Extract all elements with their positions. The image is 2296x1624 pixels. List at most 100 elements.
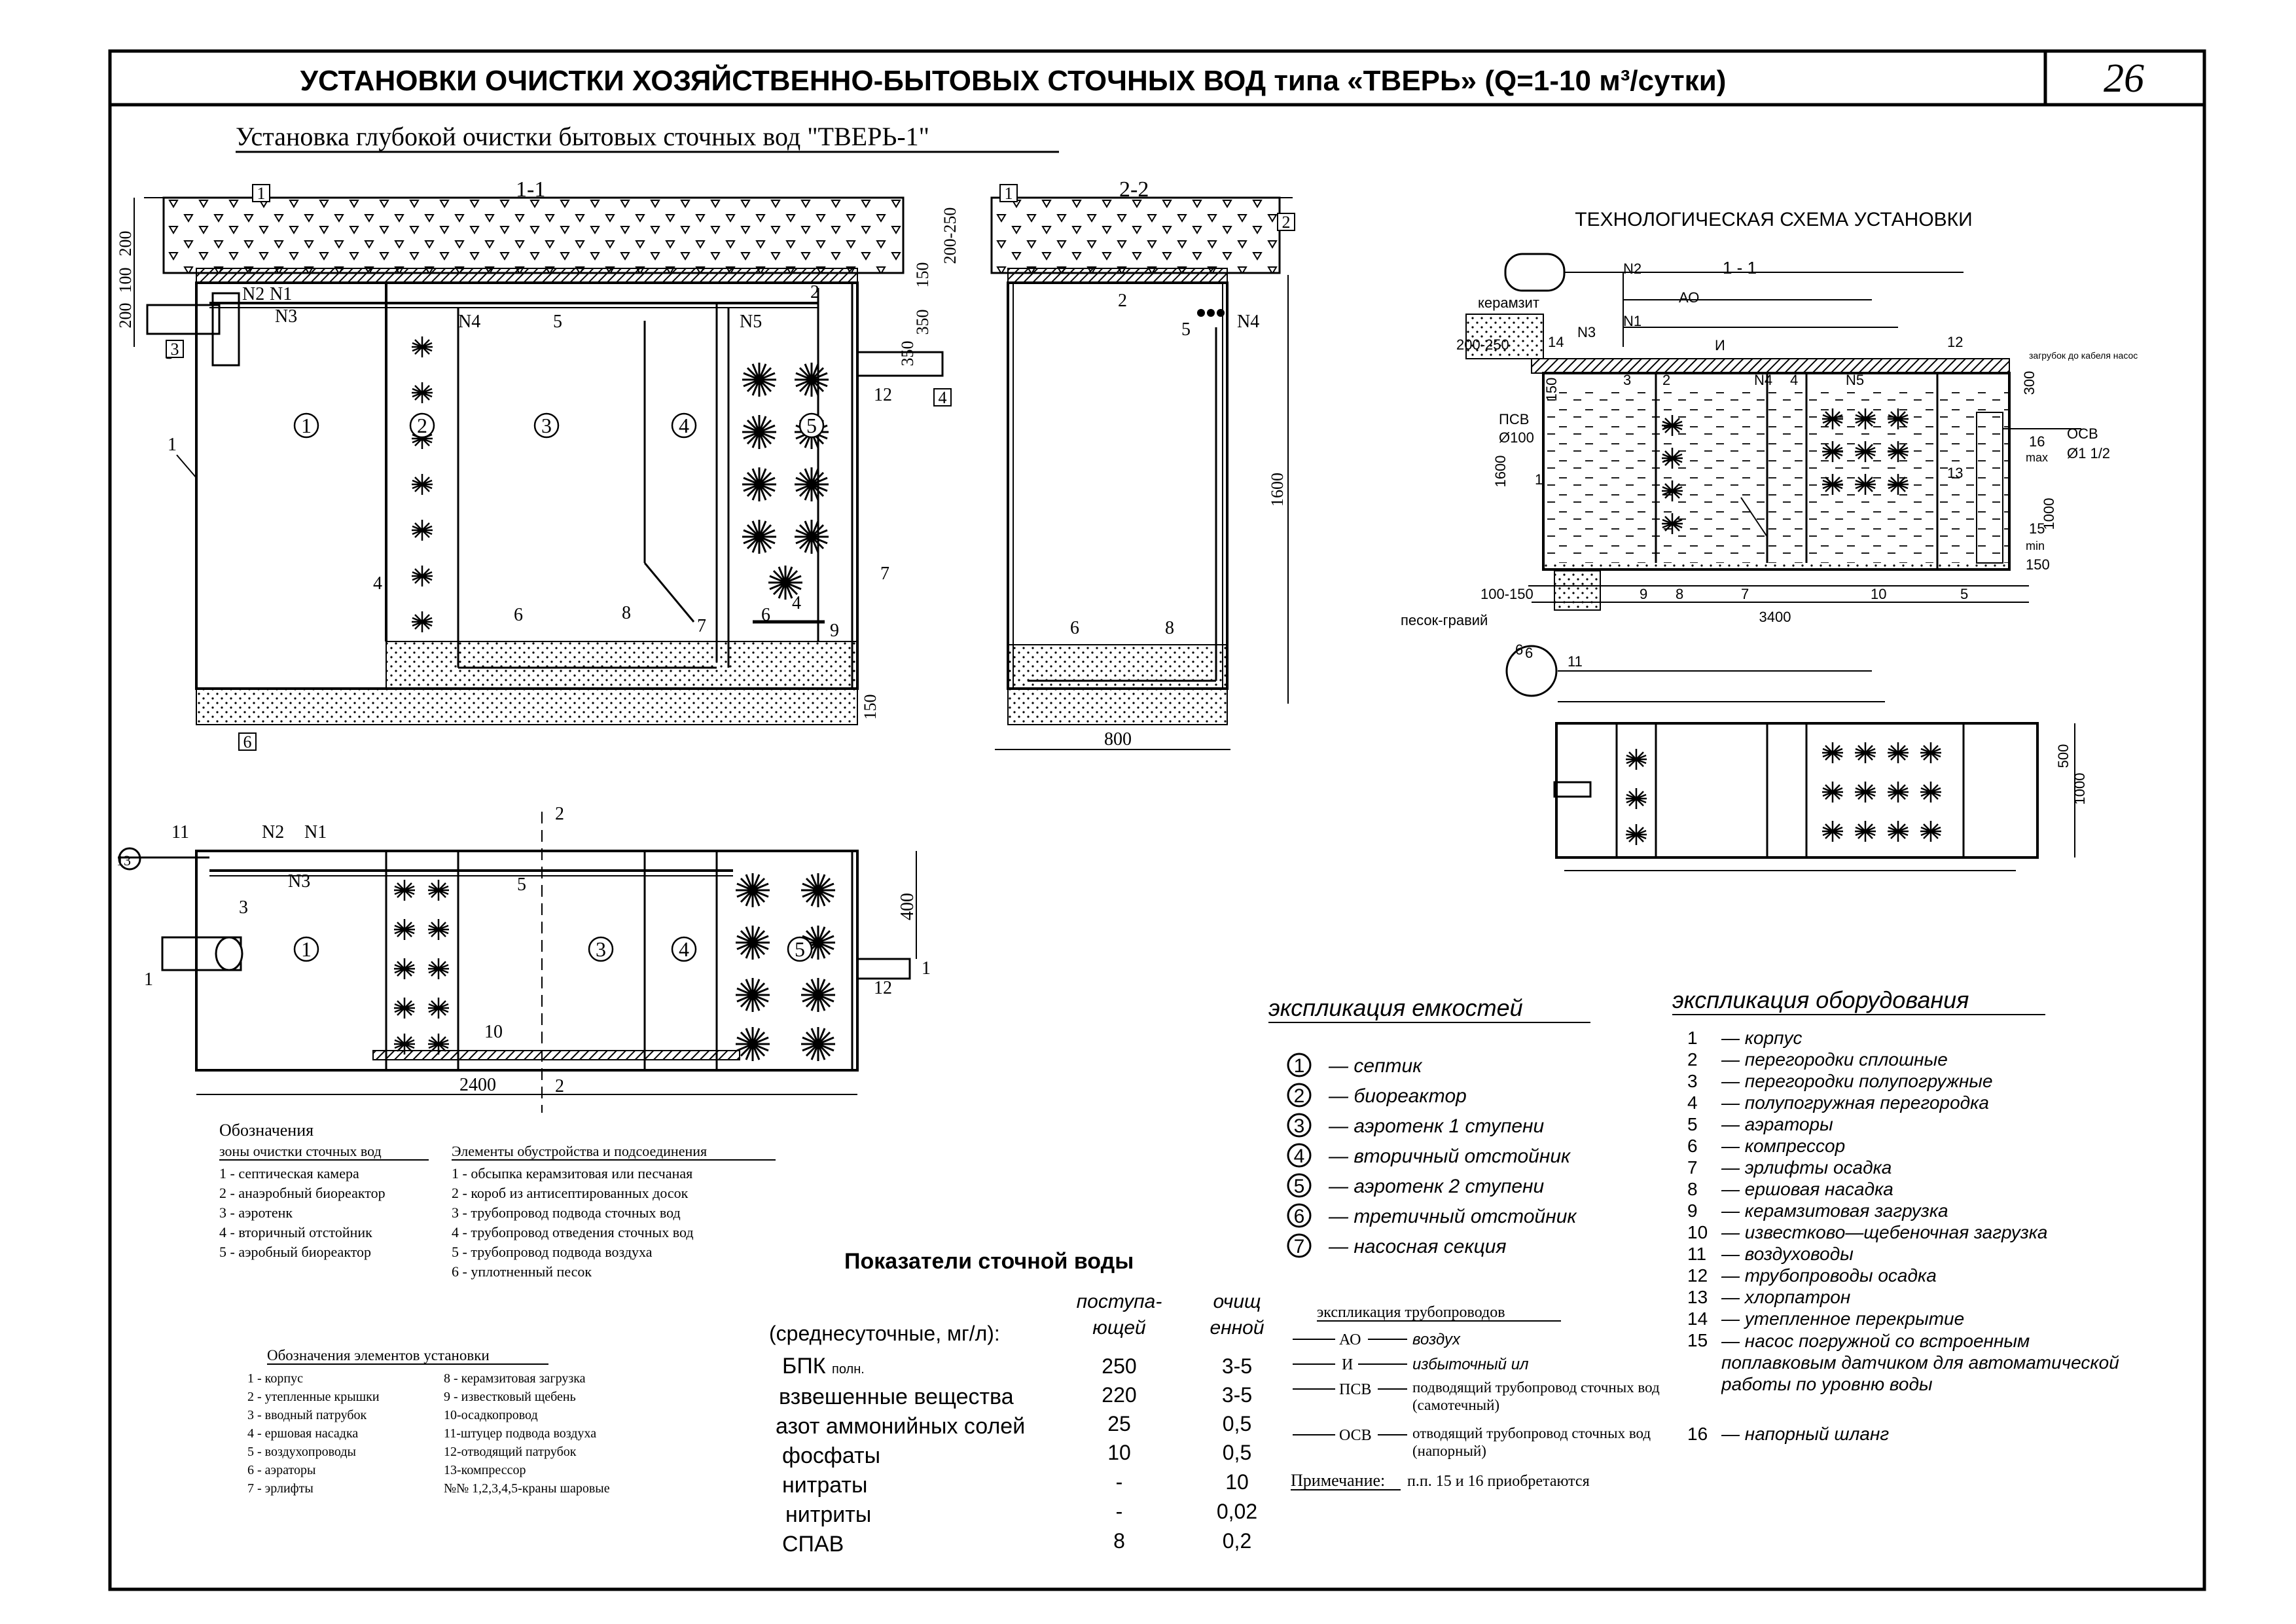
svg-text:— трубопроводы осадка: — трубопроводы осадка bbox=[1721, 1265, 1937, 1286]
svg-text:1000: 1000 bbox=[2072, 773, 2088, 805]
svg-text:— полупогружная перегородка: — полупогружная перегородка bbox=[1721, 1092, 1989, 1113]
equipment-explication: экспликация оборудования 1— корпус 2— пе… bbox=[1672, 986, 2119, 1444]
svg-text:избыточный ил: избыточный ил bbox=[1412, 1356, 1529, 1373]
svg-text:— перегородки сплошные: — перегородки сплошные bbox=[1721, 1049, 1948, 1070]
svg-text:— биореактор: — биореактор bbox=[1328, 1085, 1467, 1107]
zone-4: 4 bbox=[679, 414, 689, 437]
svg-text:— эрлифты осадка: — эрлифты осадка bbox=[1721, 1157, 1892, 1178]
svg-text:6: 6 bbox=[514, 605, 523, 625]
svg-text:2: 2 bbox=[1282, 213, 1291, 232]
svg-text:песок-гравий: песок-гравий bbox=[1401, 612, 1488, 628]
svg-text:-: - bbox=[1116, 1470, 1123, 1494]
svg-text:6: 6 bbox=[761, 605, 770, 625]
svg-text:— известково—щебеночная загруз: — известково—щебеночная загрузка bbox=[1721, 1222, 2048, 1242]
svg-text:0,02: 0,02 bbox=[1217, 1500, 1257, 1523]
svg-text:7 - эрлифты: 7 - эрлифты bbox=[247, 1481, 314, 1496]
svg-text:12: 12 bbox=[874, 385, 892, 405]
svg-text:5 - воздухопроводы: 5 - воздухопроводы bbox=[247, 1445, 356, 1459]
svg-text:6: 6 bbox=[1525, 645, 1533, 661]
svg-text:Ø100: Ø100 bbox=[1499, 429, 1534, 446]
svg-text:N3: N3 bbox=[288, 871, 310, 892]
svg-text:N3: N3 bbox=[1577, 324, 1596, 340]
svg-text:Обозначения элементов установк: Обозначения элементов установки bbox=[267, 1347, 490, 1363]
svg-text:8 - керамзитовая загрузка: 8 - керамзитовая загрузка bbox=[444, 1371, 586, 1386]
svg-text:5: 5 bbox=[1181, 319, 1191, 340]
svg-text:8: 8 bbox=[1165, 618, 1174, 638]
svg-text:8: 8 bbox=[1113, 1529, 1125, 1553]
svg-text:1: 1 bbox=[257, 184, 266, 203]
dim-350b: 350 bbox=[898, 341, 917, 367]
svg-text:11: 11 bbox=[1687, 1244, 1706, 1264]
svg-text:4: 4 bbox=[1294, 1146, 1305, 1167]
pipes-explication: экспликация трубопроводов АО воздух И из… bbox=[1291, 1304, 1660, 1490]
svg-text:4: 4 bbox=[373, 573, 382, 594]
svg-text:— аэротенк 1 ступени: — аэротенк 1 ступени bbox=[1328, 1115, 1545, 1137]
svg-text:— хлорпатрон: — хлорпатрон bbox=[1721, 1287, 1850, 1307]
svg-text:Примечание:: Примечание: bbox=[1291, 1471, 1385, 1490]
svg-text:4: 4 bbox=[792, 593, 801, 613]
svg-text:3: 3 bbox=[596, 937, 606, 961]
svg-text:150: 150 bbox=[2026, 556, 2050, 573]
dim-200: 200 bbox=[116, 303, 135, 329]
svg-text:— вторичный отстойник: — вторичный отстойник bbox=[1328, 1146, 1571, 1167]
svg-text:— воздуховоды: — воздуховоды bbox=[1721, 1244, 1854, 1264]
svg-text:ПСВ: ПСВ bbox=[1499, 411, 1529, 427]
sheet-frame bbox=[108, 49, 2206, 1591]
svg-text:ПСВ: ПСВ bbox=[1339, 1381, 1371, 1398]
svg-text:ющей: ющей bbox=[1092, 1317, 1146, 1339]
svg-text:№№ 1,2,3,4,5-краны шаровые: №№ 1,2,3,4,5-краны шаровые bbox=[444, 1481, 610, 1496]
svg-text:9 - известковый щебень: 9 - известковый щебень bbox=[444, 1390, 576, 1404]
pipe-psv-text: подводящий трубопровод сточных вод (само… bbox=[1412, 1379, 1660, 1413]
svg-text:— аэраторы: — аэраторы bbox=[1721, 1114, 1833, 1134]
svg-text:нитраты: нитраты bbox=[782, 1473, 867, 1498]
dim-800: 800 bbox=[1104, 729, 1132, 749]
dim-150-bottom: 150 bbox=[861, 695, 880, 720]
svg-text:— третичный отстойник: — третичный отстойник bbox=[1328, 1206, 1577, 1227]
svg-text:азот аммонийных солей: азот аммонийных солей bbox=[776, 1414, 1025, 1439]
svg-text:5 - аэробный биореактор: 5 - аэробный биореактор bbox=[219, 1244, 371, 1260]
dim-150: 150 bbox=[913, 262, 932, 288]
drawing-subtitle: Установка глубокой очистки бытовых сточн… bbox=[236, 122, 929, 151]
svg-text:— компрессор: — компрессор bbox=[1721, 1136, 1845, 1156]
svg-text:— ершовая насадка: — ершовая насадка bbox=[1721, 1179, 1893, 1199]
svg-text:ОСВ: ОСВ bbox=[2067, 425, 2098, 442]
svg-text:АО: АО bbox=[1679, 289, 1699, 306]
svg-text:3 - аэротенк: 3 - аэротенк bbox=[219, 1204, 293, 1221]
svg-text:И: И bbox=[1342, 1356, 1353, 1373]
svg-text:10: 10 bbox=[484, 1022, 503, 1042]
svg-text:7: 7 bbox=[697, 616, 706, 636]
svg-text:3 - трубопровод подвода сточны: 3 - трубопровод подвода сточных вод bbox=[452, 1204, 681, 1221]
svg-text:11: 11 bbox=[171, 822, 189, 842]
svg-text:9: 9 bbox=[830, 621, 839, 641]
svg-text:N2: N2 bbox=[242, 284, 264, 304]
svg-text:4 - трубопровод отведения сточ: 4 - трубопровод отведения сточных вод bbox=[452, 1224, 694, 1240]
dim-100: 100 bbox=[116, 268, 135, 293]
svg-text:3: 3 bbox=[171, 340, 179, 359]
svg-text:7: 7 bbox=[880, 564, 889, 584]
svg-text:1000: 1000 bbox=[2041, 498, 2057, 530]
svg-text:N1: N1 bbox=[1623, 313, 1641, 329]
svg-text:6: 6 bbox=[1515, 641, 1523, 658]
svg-text:min: min bbox=[2026, 539, 2045, 552]
section-2-2: 2-2 200-250 1600 800 2 5 6 8 N4 1 2 bbox=[941, 177, 1295, 750]
svg-text:1 - корпус: 1 - корпус bbox=[247, 1371, 303, 1386]
svg-text:5: 5 bbox=[1687, 1114, 1698, 1134]
svg-text:ОСВ: ОСВ bbox=[1339, 1427, 1372, 1444]
svg-text:4: 4 bbox=[1687, 1092, 1698, 1113]
svg-text:— напорный шланг: — напорный шланг bbox=[1721, 1424, 1889, 1444]
dim-350: 350 bbox=[913, 310, 932, 335]
svg-text:1: 1 bbox=[922, 958, 931, 979]
svg-text:взвешенные вещества: взвешенные вещества bbox=[779, 1384, 1014, 1409]
legend-elements: Элементы обустройства и подсоединения 1 … bbox=[452, 1143, 776, 1280]
svg-text:2: 2 bbox=[1662, 372, 1670, 388]
svg-text:Ø1 1/2: Ø1 1/2 bbox=[2067, 445, 2110, 461]
svg-text:п.п. 15 и 16 приобретаются: п.п. 15 и 16 приобретаются bbox=[1407, 1473, 1590, 1490]
svg-text:экспликация емкостей: экспликация емкостей bbox=[1268, 994, 1523, 1021]
svg-text:3: 3 bbox=[239, 897, 248, 918]
svg-text:10: 10 bbox=[1225, 1470, 1249, 1494]
svg-text:N1: N1 bbox=[270, 284, 292, 304]
svg-text:10-осадкопровод: 10-осадкопровод bbox=[444, 1408, 538, 1422]
svg-text:8: 8 bbox=[622, 603, 631, 623]
